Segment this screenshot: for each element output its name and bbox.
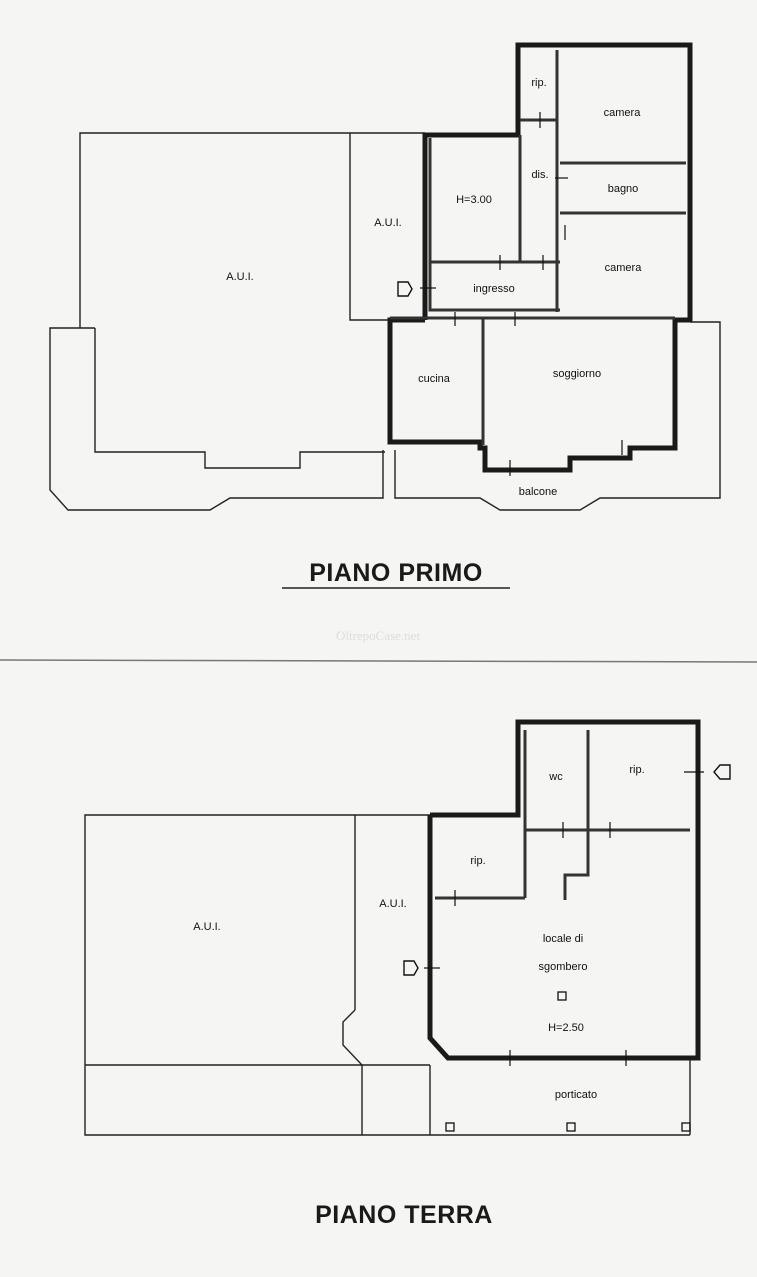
room-label: bagno — [608, 183, 639, 195]
aui-large-inner — [94, 328, 385, 469]
wall — [563, 840, 590, 900]
entrance-arrow-icon — [397, 281, 413, 297]
watermark: OltrepoCase.net — [336, 628, 421, 643]
piano-terra-plan: A.U.I. A.U.I. wc rip. rip. locale di sgo… — [84, 719, 731, 1229]
aui-large-outer — [49, 327, 384, 511]
room-label: H=2.50 — [548, 1022, 584, 1034]
plan-title: PIANO PRIMO — [309, 559, 483, 587]
apartment-wall — [387, 42, 693, 473]
plan-title: PIANO TERRA — [315, 1201, 493, 1229]
room-label: camera — [605, 262, 643, 274]
room-label: dis. — [531, 169, 548, 181]
room-label: locale di — [543, 933, 583, 945]
room-label: A.U.I. — [374, 217, 402, 229]
room-label: cucina — [418, 373, 451, 385]
room-label: camera — [604, 107, 642, 119]
room-label: A.U.I. — [226, 271, 254, 283]
entrance-arrow-icon — [713, 764, 731, 780]
apartment-wall — [427, 719, 701, 1061]
aui-small-outline — [349, 133, 390, 321]
room-label: wc — [548, 771, 563, 783]
aui-large-outline — [84, 814, 690, 1136]
room-label: rip. — [629, 764, 644, 776]
fold-line — [0, 659, 757, 663]
pillar-icon — [681, 1122, 691, 1132]
piano-primo-plan: A.U.I. A.U.I. rip. camera dis. bagno cam… — [49, 42, 721, 589]
room-label: rip. — [470, 855, 485, 867]
aui-large-outline — [79, 132, 425, 328]
room-label: sgombero — [539, 961, 588, 973]
wall — [428, 138, 560, 312]
room-label: A.U.I. — [379, 898, 407, 910]
door-marks — [424, 771, 704, 1066]
pillar-icon — [557, 991, 567, 1001]
room-label: H=3.00 — [456, 194, 492, 206]
entrance-arrow-icon — [403, 960, 419, 976]
room-label: ingresso — [473, 283, 515, 295]
pillar-icon — [445, 1122, 455, 1132]
room-label: balcone — [519, 486, 558, 498]
room-label: porticato — [555, 1089, 597, 1101]
balcone-outline — [394, 321, 721, 511]
room-label: soggiorno — [553, 368, 601, 380]
aui-small-octagon — [342, 1009, 363, 1135]
room-label: rip. — [531, 77, 546, 89]
room-label: A.U.I. — [193, 921, 221, 933]
door-marks — [420, 112, 623, 476]
pillar-icon — [566, 1122, 576, 1132]
